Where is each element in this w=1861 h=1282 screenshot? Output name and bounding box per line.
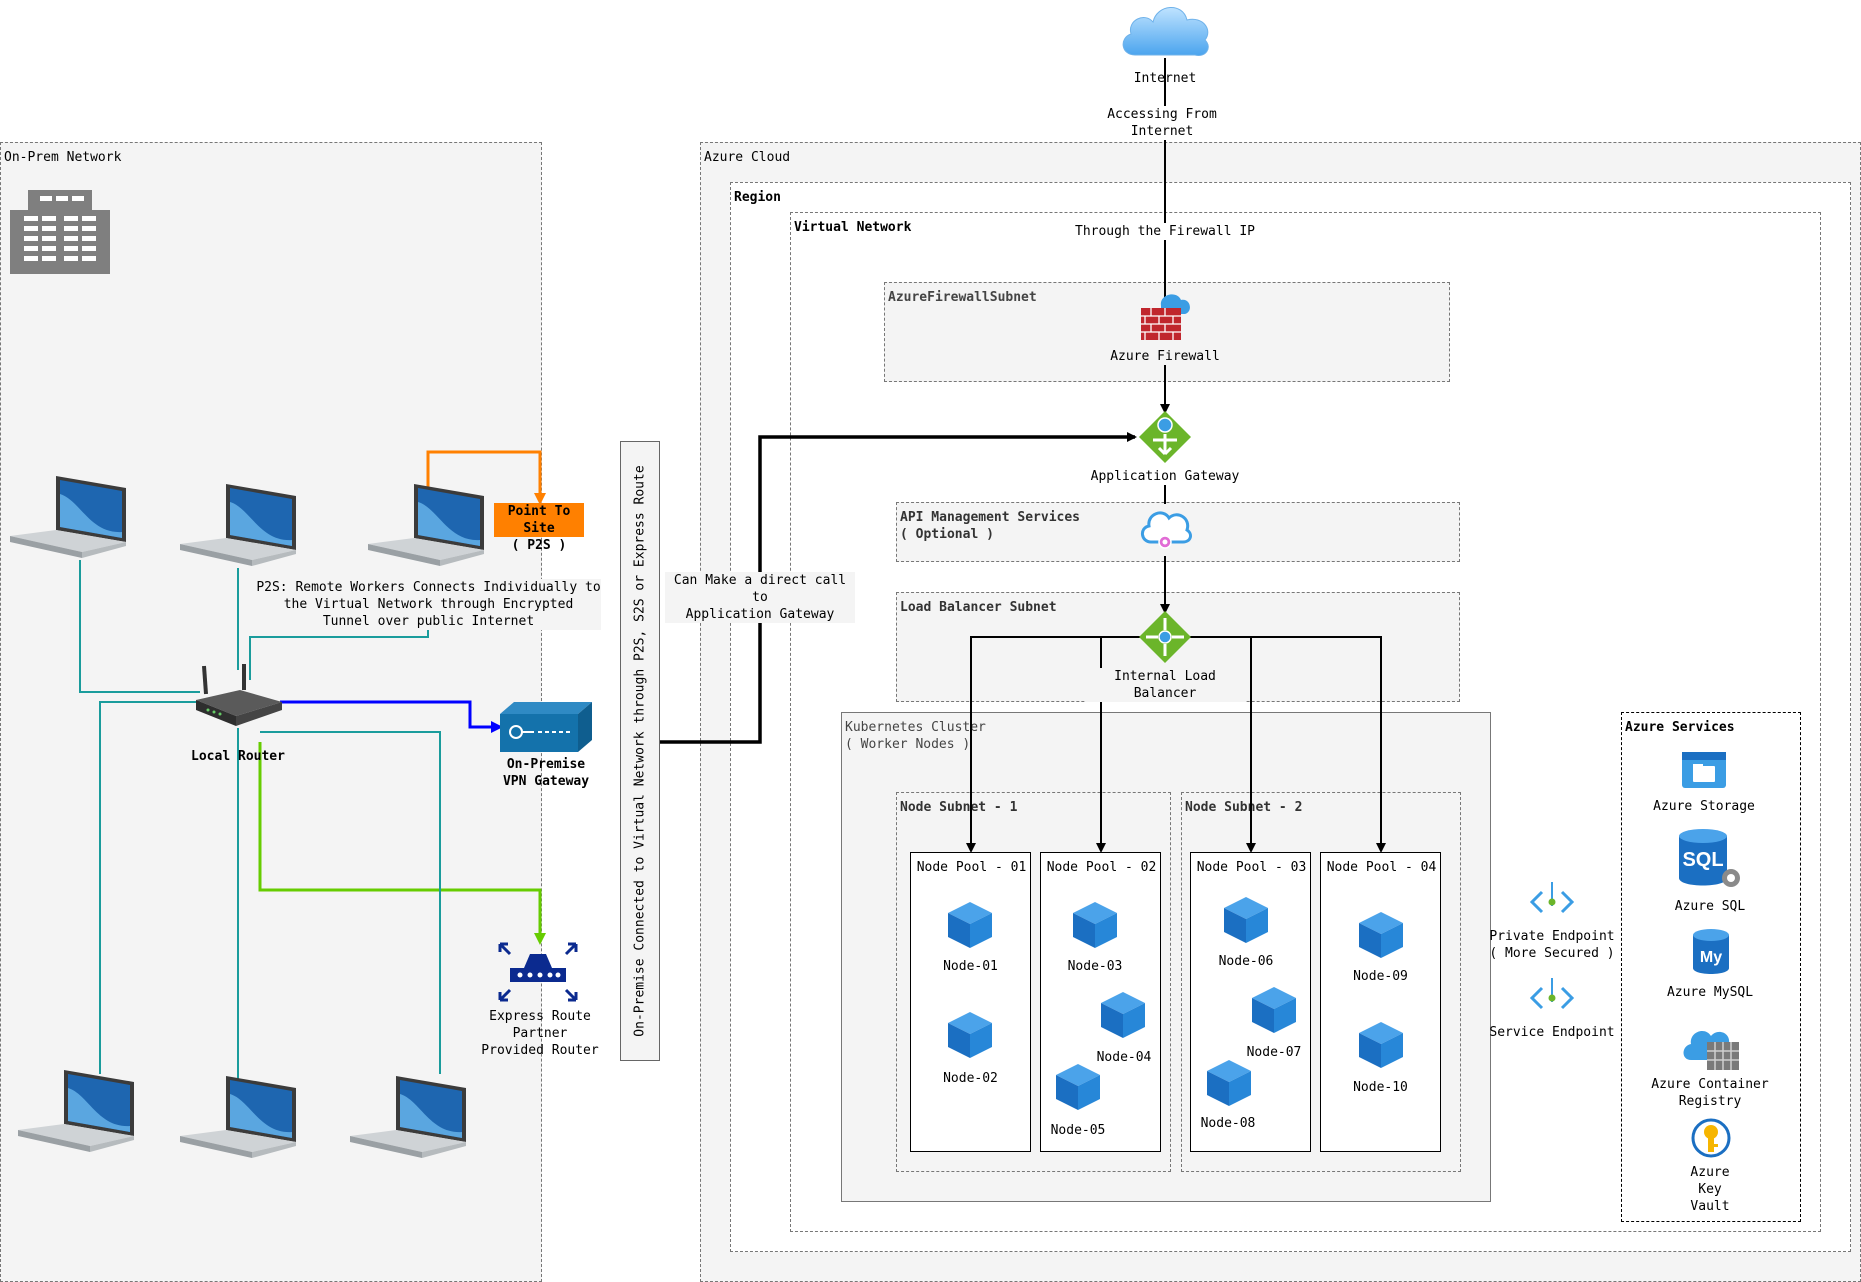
service-endpoint-icon bbox=[1530, 978, 1574, 1010]
internet-sublabel: Accessing From Internet bbox=[1092, 106, 1232, 140]
azure-services-title: Azure Services bbox=[1625, 720, 1735, 735]
node-04-label: Node-04 bbox=[1096, 1050, 1152, 1065]
node-02-label: Node-02 bbox=[943, 1071, 998, 1086]
p2s-tag: Point To Site ( P2S ) bbox=[494, 503, 584, 553]
node-01-cube-icon bbox=[948, 902, 992, 948]
express-route-label: Express Route Partner Provided Router bbox=[481, 1009, 599, 1058]
node-pool-02-title: Node Pool - 02 bbox=[1046, 860, 1157, 875]
node-10-label: Node-10 bbox=[1353, 1080, 1408, 1095]
mysql-icon: My bbox=[1693, 929, 1729, 974]
laptop-icon bbox=[10, 476, 126, 558]
node-05-cube-icon bbox=[1056, 1064, 1100, 1110]
private-endpoint-icon bbox=[1530, 882, 1574, 914]
storage-icon bbox=[1682, 752, 1726, 788]
node-01-label: Node-01 bbox=[943, 959, 998, 974]
vnet-title: Virtual Network bbox=[794, 220, 912, 235]
laptop-icon bbox=[368, 484, 484, 566]
node-03-label: Node-03 bbox=[1067, 959, 1123, 974]
node-06-label: Node-06 bbox=[1218, 954, 1274, 969]
lb-subnet-title: Load Balancer Subnet bbox=[900, 600, 1057, 615]
storage-label: Azure Storage bbox=[1653, 799, 1755, 814]
node-09-cube-icon bbox=[1359, 912, 1403, 958]
direct-call-label: Can Make a direct call to Application Ga… bbox=[665, 572, 855, 623]
node-08-cube-icon bbox=[1207, 1060, 1251, 1106]
load-balancer-label: Internal Load Balancer bbox=[1085, 668, 1245, 702]
firewall-ip-label: Through the Firewall IP bbox=[1075, 223, 1256, 240]
node-pool-04-title: Node Pool - 04 bbox=[1326, 860, 1437, 875]
sql-database-icon: SQL bbox=[1679, 829, 1740, 887]
node-pool-03-title: Node Pool - 03 bbox=[1196, 860, 1307, 875]
node-05-label: Node-05 bbox=[1050, 1123, 1106, 1138]
svg-text:My: My bbox=[1700, 949, 1722, 966]
service-endpoint-label: Service Endpoint bbox=[1489, 1025, 1615, 1040]
node-03-cube-icon bbox=[1073, 902, 1117, 948]
mysql-label: Azure MySQL bbox=[1666, 985, 1754, 1000]
firewall-label: Azure Firewall bbox=[1110, 349, 1220, 364]
k8s-title: Kubernetes Cluster ( Worker Nodes ) bbox=[845, 720, 986, 752]
express-route-icon bbox=[498, 942, 578, 1002]
node-pool-01: Node Pool - 01 bbox=[910, 852, 1031, 1152]
node-10-cube-icon bbox=[1359, 1022, 1403, 1068]
api-management-icon bbox=[1141, 511, 1192, 549]
node-02-cube-icon bbox=[948, 1012, 992, 1058]
laptop-icon bbox=[350, 1076, 466, 1158]
connection-bar bbox=[620, 441, 660, 1061]
region-title: Region bbox=[734, 190, 781, 205]
node-09-label: Node-09 bbox=[1353, 969, 1408, 984]
building-icon bbox=[10, 190, 110, 274]
laptop-icon bbox=[180, 1076, 296, 1158]
node-subnet-1-title: Node Subnet - 1 bbox=[900, 800, 1018, 815]
firewall-subnet-title: AzureFirewallSubnet bbox=[888, 290, 1037, 305]
node-pool-04: Node Pool - 04 bbox=[1320, 852, 1441, 1152]
sql-label: Azure SQL bbox=[1674, 899, 1746, 914]
cloud-icon bbox=[1122, 7, 1209, 57]
firewall-icon bbox=[1141, 294, 1190, 340]
app-gateway-icon bbox=[1139, 411, 1191, 463]
container-registry-label: Azure Container Registry bbox=[1651, 1077, 1769, 1109]
apim-title: API Management Services ( Optional ) bbox=[900, 510, 1081, 542]
node-04-cube-icon bbox=[1101, 992, 1145, 1038]
router-icon bbox=[196, 664, 282, 726]
onprem-network-title: On-Prem Network bbox=[4, 150, 122, 165]
vpn-gateway-icon bbox=[500, 702, 592, 752]
node-06-cube-icon bbox=[1224, 897, 1268, 943]
key-vault-label: Azure Key Vault bbox=[1690, 1165, 1730, 1214]
load-balancer-icon bbox=[1139, 611, 1191, 663]
app-gateway-label: Application Gateway bbox=[1090, 468, 1240, 485]
node-07-cube-icon bbox=[1252, 987, 1296, 1033]
node-pool-01-title: Node Pool - 01 bbox=[916, 860, 1027, 875]
p2s-note: P2S: Remote Workers Connects Individuall… bbox=[256, 579, 601, 630]
node-07-label: Node-07 bbox=[1246, 1045, 1302, 1060]
azure-cloud-title: Azure Cloud bbox=[704, 150, 791, 165]
laptop-icon bbox=[18, 1070, 134, 1152]
private-endpoint-label: Private Endpoint ( More Secured ) bbox=[1489, 929, 1615, 961]
internet-label: Internet bbox=[1133, 71, 1197, 86]
laptop-icon bbox=[180, 484, 296, 566]
router-label: Local Router bbox=[191, 749, 285, 764]
container-registry-icon bbox=[1683, 1030, 1739, 1070]
vpn-gateway-label: On-Premise VPN Gateway bbox=[502, 757, 590, 789]
key-vault-icon bbox=[1691, 1118, 1731, 1158]
node-08-label: Node-08 bbox=[1200, 1116, 1256, 1131]
svg-text:SQL: SQL bbox=[1682, 849, 1723, 871]
node-subnet-2-title: Node Subnet - 2 bbox=[1185, 800, 1303, 815]
